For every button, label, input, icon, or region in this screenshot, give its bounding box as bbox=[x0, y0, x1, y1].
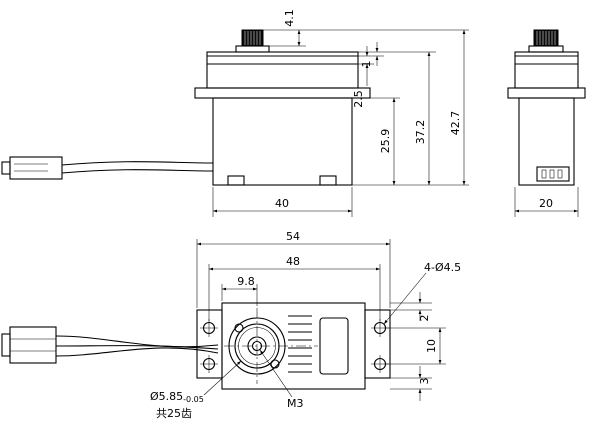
spline-flange-end bbox=[528, 45, 564, 53]
shaft-circle bbox=[247, 336, 267, 356]
dim-edge-bottom-label: 3 bbox=[418, 378, 431, 385]
bottom-foot-right bbox=[319, 175, 337, 186]
dim-case-height-label: 37.2 bbox=[414, 120, 427, 145]
case-screw-top bbox=[234, 323, 244, 333]
dim-hole-pitch-label: 10 bbox=[425, 339, 438, 353]
dim-overall-length-label: 54 bbox=[286, 230, 300, 243]
cable-bottom-line bbox=[61, 169, 214, 174]
connector-plug-side bbox=[1, 156, 63, 180]
dim-lower-height-label: 25.9 bbox=[379, 129, 392, 154]
spline-boss-circle bbox=[228, 317, 286, 375]
side-view: 4.1 1 2.5 25.9 37.2 42.7 bbox=[1, 9, 469, 217]
gear-knurl-lines-end bbox=[536, 31, 556, 45]
case-screw-bottom bbox=[270, 359, 280, 369]
side-view-dimensions: 4.1 1 2.5 25.9 37.2 42.7 bbox=[212, 9, 469, 217]
callout-output-screw-label: M3 bbox=[287, 397, 304, 410]
output-spline-gear-end bbox=[528, 29, 564, 53]
top-view-dimensions: 54 48 9.8 4-Ø4.5 2 10 bbox=[150, 230, 461, 420]
dim-step-label: 2.5 bbox=[352, 90, 365, 108]
dim-spline-height-label: 4.1 bbox=[283, 9, 296, 27]
callout-spline-diameter-label: Ø5.85-0.05 bbox=[150, 390, 204, 404]
callout-mount-holes-label: 4-Ø4.5 bbox=[424, 261, 461, 274]
dim-spline-offset-label: 9.8 bbox=[237, 275, 255, 288]
right-mounting-flange bbox=[364, 309, 391, 379]
connector-end-cap bbox=[1, 161, 11, 175]
end-view-dimensions: 20 bbox=[514, 187, 579, 217]
output-spline-top bbox=[224, 308, 318, 384]
servo-case-top bbox=[196, 302, 391, 390]
connector-plug-top bbox=[1, 326, 57, 364]
mounting-holes bbox=[200, 319, 389, 373]
dim-body-width-label: 20 bbox=[539, 197, 553, 210]
lower-case-end bbox=[518, 97, 575, 186]
spline-root-circle bbox=[238, 327, 276, 365]
lower-case bbox=[212, 97, 353, 186]
spline-outer-circle bbox=[234, 323, 280, 369]
spline-flange bbox=[235, 45, 270, 53]
callout-spline-teeth-label: 共25齿 bbox=[156, 407, 192, 420]
dim-edge-top-label: 2 bbox=[418, 315, 431, 322]
upper-case bbox=[206, 51, 359, 89]
label-panel bbox=[319, 317, 349, 375]
dim-total-height-label: 42.7 bbox=[449, 111, 462, 136]
cable-top-view bbox=[55, 335, 219, 357]
connector-end-cap-top bbox=[1, 333, 11, 357]
cable-side bbox=[61, 161, 214, 174]
dim-hole-spacing-label: 48 bbox=[286, 255, 300, 268]
output-spline-gear bbox=[235, 29, 270, 53]
wire-1 bbox=[55, 335, 219, 348]
servo-case-side bbox=[194, 51, 371, 186]
upper-case-end bbox=[514, 51, 579, 89]
left-mounting-flange bbox=[196, 309, 223, 379]
bottom-foot-left bbox=[227, 175, 245, 186]
bottom-connector-socket bbox=[536, 166, 570, 182]
m3-hole-circle bbox=[251, 340, 263, 352]
top-view: 54 48 9.8 4-Ø4.5 2 10 bbox=[1, 230, 461, 420]
mounting-flange-band-end bbox=[507, 87, 586, 99]
end-view: 20 bbox=[507, 29, 586, 217]
cooling-vents bbox=[288, 315, 312, 373]
servo-case-end bbox=[507, 51, 586, 186]
wire-3 bbox=[55, 347, 219, 357]
cable-top-line bbox=[61, 161, 214, 166]
mounting-flange-band bbox=[194, 87, 371, 99]
dim-body-length-label: 40 bbox=[275, 197, 289, 210]
wire-2 bbox=[55, 345, 219, 350]
gear-knurl-lines bbox=[244, 31, 261, 45]
